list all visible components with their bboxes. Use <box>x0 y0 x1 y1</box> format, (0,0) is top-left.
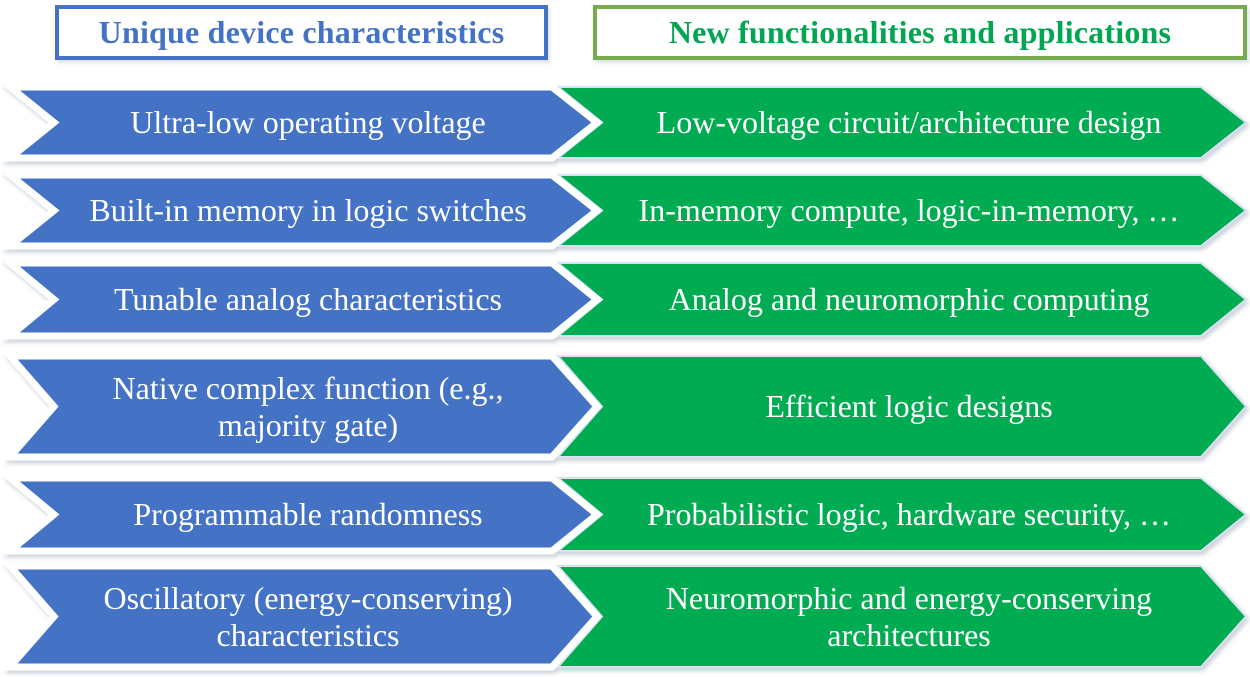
characteristic-label: Tunable analog characteristics <box>113 281 502 318</box>
arrow-pair-graphic <box>0 566 1250 667</box>
characteristic-label: Oscillatory (energy-conserving) characte… <box>103 579 513 653</box>
characteristic-arrow-shape <box>10 566 597 667</box>
application-label: In-memory compute, logic-in-memory, … <box>638 192 1180 229</box>
application-label: Low-voltage circuit/architecture design <box>656 104 1162 141</box>
characteristic-label: Ultra-low operating voltage <box>130 104 486 141</box>
mapping-row: Tunable analog characteristics Analog an… <box>0 263 1250 336</box>
arrow-pair-graphic <box>0 263 1250 336</box>
characteristic-arrow-shape <box>10 175 597 246</box>
left-column-header-label: Unique device characteristics <box>98 14 505 50</box>
application-arrow-shape <box>558 566 1246 667</box>
mapping-row: Ultra-low operating voltage Low-voltage … <box>0 87 1250 158</box>
arrow-pair-graphic <box>0 478 1250 551</box>
mapping-row: Programmable randomness Probabilistic lo… <box>0 478 1250 551</box>
right-column-header: New functionalities and applications <box>593 5 1247 60</box>
application-label: Efficient logic designs <box>765 388 1053 425</box>
left-column-header: Unique device characteristics <box>55 5 548 60</box>
characteristic-label: Built-in memory in logic switches <box>89 192 527 229</box>
application-arrow-shape <box>558 356 1246 457</box>
arrow-pair-graphic <box>0 87 1250 158</box>
characteristic-label: Programmable randomness <box>133 496 483 533</box>
application-label: Analog and neuromorphic computing <box>668 281 1150 318</box>
characteristic-label: Native complex function (e.g., majority … <box>112 369 504 443</box>
mapping-row: Built-in memory in logic switches In-mem… <box>0 175 1250 246</box>
characteristic-arrow-shape <box>10 263 597 336</box>
application-label: Neuromorphic and energy-conserving archi… <box>665 579 1153 653</box>
characteristic-arrow-shape <box>10 356 597 457</box>
right-column-header-label: New functionalities and applications <box>668 14 1172 50</box>
application-label: Probabilistic logic, hardware security, … <box>647 496 1171 533</box>
arrow-pair-graphic <box>0 356 1250 457</box>
arrow-pair-graphic <box>0 175 1250 246</box>
mapping-row: Oscillatory (energy-conserving) characte… <box>0 566 1250 667</box>
characteristic-arrow-shape <box>10 478 597 551</box>
mapping-row: Native complex function (e.g., majority … <box>0 356 1250 457</box>
characteristic-arrow-shape <box>10 87 597 158</box>
